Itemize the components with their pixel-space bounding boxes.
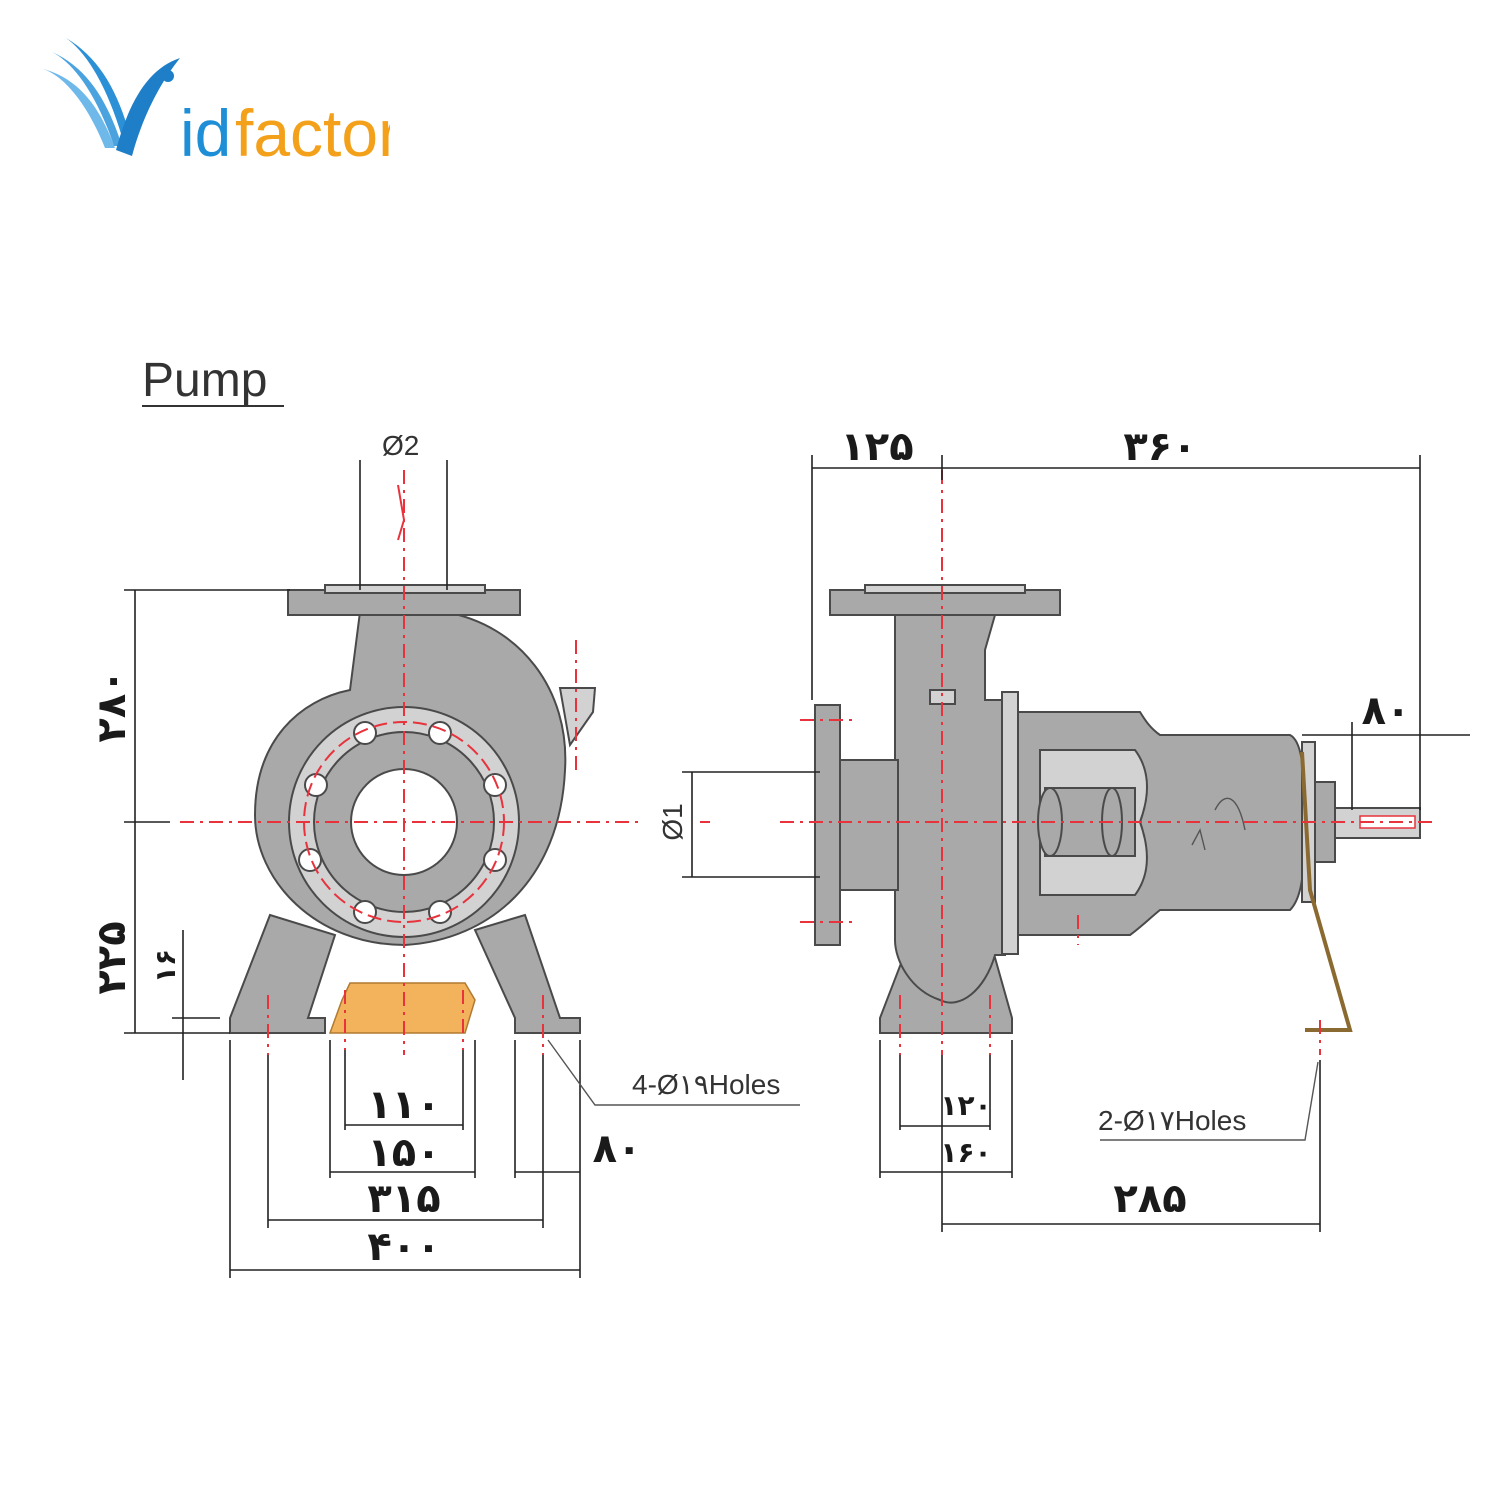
- bolt-hole: [353, 900, 377, 924]
- suction-diameter-label: Ø1: [657, 803, 688, 840]
- bolt-hole: [483, 848, 507, 872]
- shaft-length-label: ۳۶۰: [1123, 424, 1196, 470]
- foot-thickness-label: ۱۶: [149, 949, 182, 983]
- right-leg: [473, 913, 581, 1034]
- height-upper-label: ۲۸۰: [89, 669, 135, 742]
- bolt-hole: [353, 721, 377, 745]
- side-foot-width-label: ۱۶۰: [940, 1136, 991, 1169]
- front-holes-label: 4-Ø۱۹Holes: [632, 1069, 780, 1100]
- foot-width-label: ۸۰: [593, 1126, 642, 1172]
- discharge-flange: [287, 589, 521, 616]
- bolt-hole: [298, 848, 322, 872]
- front-view: Ø2 ۲۸۰ ۲۲۵ ۱۶ ۱۱۰ ۱۵۰ ۸۰ ۳۱۵ ۴۰۰ 4-Ø۱۹Ho…: [89, 430, 800, 1278]
- inner-width-label: ۱۱۰: [367, 1082, 440, 1128]
- hole-spacing-label: ۳۱۵: [367, 1176, 440, 1222]
- height-lower-label: ۲۲۵: [89, 921, 135, 994]
- bolt-hole: [428, 721, 452, 745]
- drawing-title: Pump: [142, 354, 267, 407]
- side-discharge-flange: [829, 589, 1061, 616]
- rotation-arrow-tip-icon: [1191, 828, 1206, 851]
- side-hole-spacing-label: ۱۲۰: [940, 1089, 991, 1122]
- bolt-hole: [483, 773, 507, 797]
- side-boss: [558, 687, 597, 748]
- flange-bolt-holes: [298, 721, 507, 924]
- base-block: [328, 982, 476, 1034]
- discharge-diameter-label: Ø2: [382, 430, 419, 461]
- left-leg: [229, 913, 337, 1034]
- wing-mark-icon: [40, 38, 180, 156]
- side-holes-leader: [1100, 1061, 1319, 1141]
- rotation-arrow-icon: [1214, 797, 1246, 831]
- overall-width-label: ۴۰۰: [367, 1224, 440, 1270]
- flow-arrow-icon: [397, 484, 406, 541]
- support-distance-label: ۲۸۵: [1113, 1176, 1186, 1222]
- side-casing: [894, 614, 1006, 1004]
- vent-plug: [929, 689, 956, 705]
- vidfactor-logo: id factor: [40, 38, 390, 170]
- shaft-extension-label: ۸۰: [1362, 688, 1411, 734]
- holes-leader: [547, 1039, 800, 1106]
- side-view: ۱۲۵ ۳۶۰ ۸۰ Ø1 ۱۲۰ ۱۶۰ ۲۸۵ 2-Ø۱۷Holes: [657, 424, 1470, 1232]
- suction-offset-label: ۱۲۵: [840, 424, 913, 470]
- logo-factor-text: factor: [235, 96, 390, 170]
- base-width-label: ۱۵۰: [367, 1130, 440, 1176]
- suction-flange: [814, 704, 841, 946]
- side-holes-label: 2-Ø۱۷Holes: [1098, 1105, 1246, 1136]
- logo-id-text: id: [180, 96, 231, 170]
- side-discharge-face: [864, 584, 1026, 594]
- suction-neck: [837, 759, 899, 891]
